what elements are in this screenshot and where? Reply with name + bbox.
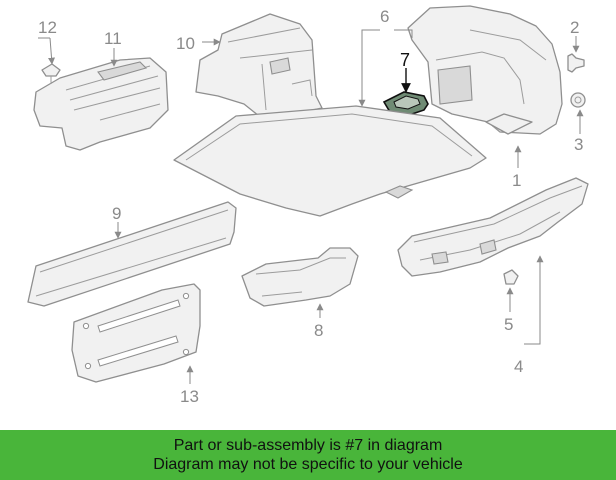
leader-6-left	[358, 29, 380, 107]
callout-4: 4	[514, 357, 523, 376]
callout-2: 2	[570, 18, 579, 37]
part-2-push-pin	[567, 53, 585, 73]
callout-10: 10	[176, 34, 195, 53]
part-8-storage-tray	[241, 247, 359, 307]
leader-4	[524, 255, 544, 345]
callout-6: 6	[380, 7, 389, 26]
info-banner: Part or sub-assembly is #7 in diagram Di…	[0, 430, 616, 480]
leader-6-right	[394, 29, 413, 38]
parts-diagram: 12 11 10 6 7 2 3 1 9 8 13 5 4	[27, 5, 589, 406]
callout-8: 8	[314, 321, 323, 340]
part-5-clip	[503, 269, 519, 285]
banner-line-disclaimer: Diagram may not be specific to your vehi…	[153, 456, 463, 473]
part-12-clip	[41, 63, 61, 84]
part-6-quarter-trim	[407, 5, 563, 135]
part-9-cargo-partition	[27, 201, 237, 307]
callout-12: 12	[38, 18, 57, 37]
load-floor-carpet	[173, 105, 487, 217]
callout-3: 3	[574, 135, 583, 154]
callout-7: 7	[400, 50, 410, 70]
part-7-highlighted-cover	[382, 91, 429, 117]
callout-13: 13	[180, 387, 199, 406]
leader-lines	[38, 29, 584, 384]
part-13-rear-trim-panel	[71, 283, 201, 383]
part-10-side-bracket	[195, 13, 323, 121]
callout-11: 11	[104, 29, 122, 48]
callout-5: 5	[504, 315, 513, 334]
part-3-grommet	[570, 92, 586, 108]
banner-line-part-info: Part or sub-assembly is #7 in diagram	[173, 437, 443, 454]
part-11-trim-cover	[33, 57, 169, 151]
part-4-sill-plate	[397, 177, 589, 277]
callout-9: 9	[112, 204, 121, 223]
callout-1: 1	[512, 171, 521, 190]
